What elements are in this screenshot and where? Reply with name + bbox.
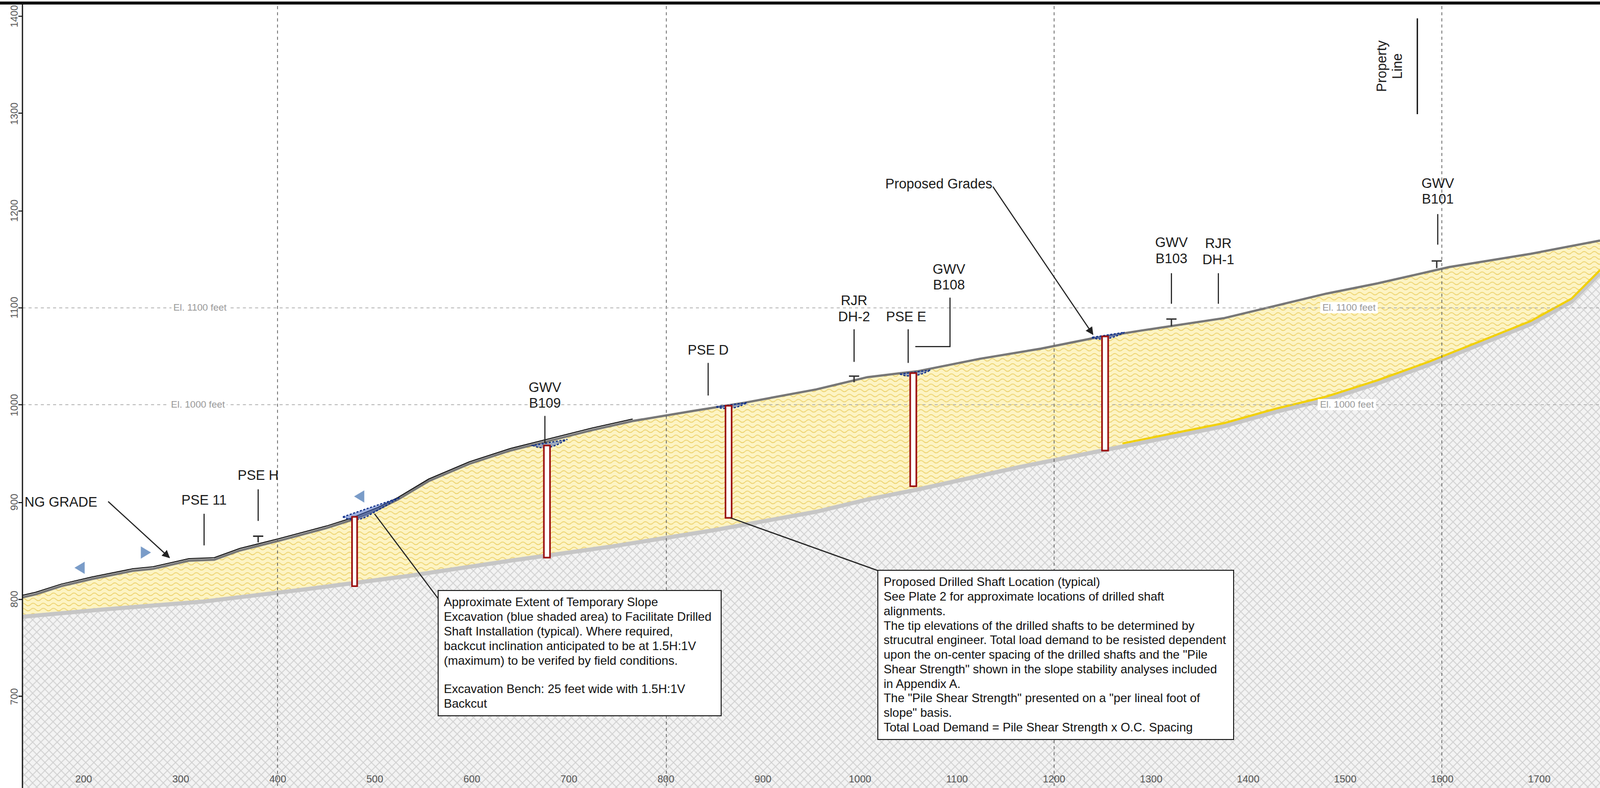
axis-value: 1000 — [848, 773, 872, 785]
boring-label: GWV B101 — [1412, 175, 1464, 208]
callout-text: The "Pile Shear Strength" presented on a… — [883, 691, 1229, 721]
axis-value: 1100 — [8, 297, 21, 319]
leader-line — [1170, 273, 1172, 305]
axis-value: 1200 — [8, 199, 21, 223]
annotation: Proposed Grades — [885, 176, 993, 193]
callout-text: Total Load Demand = Pile Shear Strength … — [883, 720, 1229, 736]
drilled-shaft — [352, 516, 358, 587]
property-label: Property Line — [1374, 35, 1406, 97]
axis-value: 900 — [754, 773, 772, 785]
axis-value: 200 — [75, 773, 92, 785]
axis-value: 1300 — [8, 102, 21, 126]
leader-line — [1437, 214, 1439, 246]
elevation-label: El. 1000 feet — [168, 399, 227, 411]
axis-value: 1200 — [1043, 773, 1066, 785]
callout-box: Approximate Extent of Temporary Slope Ex… — [437, 590, 722, 717]
axis-value: 1400 — [8, 5, 21, 28]
callout-text: Excavation Bench: 25 feet wide with 1.5H… — [443, 682, 716, 712]
annotation: NG GRADE — [24, 494, 98, 511]
drilled-shaft — [543, 445, 550, 558]
grid-line — [276, 6, 278, 788]
leader-line — [907, 329, 909, 364]
axis-value: 600 — [463, 773, 481, 785]
section-marker — [74, 561, 85, 575]
leader-line — [203, 513, 205, 546]
axis-value: 1300 — [1140, 773, 1163, 785]
boring-label: PSE 11 — [181, 492, 227, 509]
elevation-label: El. 1100 feet — [171, 302, 229, 314]
leader-line — [108, 501, 170, 558]
axis-value: 400 — [269, 773, 287, 785]
boring-label: PSE E — [885, 309, 927, 325]
elevation-label: El. 1100 feet — [1320, 302, 1378, 314]
axis-value: 500 — [366, 773, 384, 785]
axis-value: 900 — [8, 493, 21, 511]
leader-line — [730, 518, 879, 572]
axis-value: 1700 — [1528, 773, 1551, 785]
axes — [0, 3, 1600, 788]
property-line — [1416, 18, 1419, 115]
axis-value: 1100 — [946, 773, 968, 785]
axis-value: 800 — [657, 773, 675, 785]
existing-grade — [22, 418, 633, 596]
axis-value: 1500 — [1334, 773, 1357, 785]
leader-line — [853, 329, 855, 363]
boring-label: GWV B108 — [923, 261, 975, 294]
boring-label: GWV B109 — [519, 380, 571, 412]
callout-heading: Approximate Extent of Temporary Slope Ex… — [443, 595, 716, 669]
callout-heading: Proposed Drilled Shaft Location (typical… — [883, 575, 1229, 590]
excavations — [342, 332, 1125, 521]
drilled-shafts — [352, 336, 1109, 587]
leader-line — [707, 362, 709, 396]
axis-value: 1000 — [8, 394, 21, 417]
drilled-shaft — [1102, 336, 1109, 451]
grid-lines — [22, 6, 1600, 788]
callout-text: See Plate 2 for approximate locations of… — [883, 589, 1229, 620]
axis-value: 1600 — [1431, 773, 1454, 785]
boring-label: RJR DH-2 — [828, 293, 880, 325]
boring-label: GWV B103 — [1146, 234, 1197, 267]
drilled-shaft — [910, 373, 917, 487]
boring-symbol — [253, 536, 264, 543]
boring-symbols — [253, 261, 1442, 543]
axis-line — [21, 4, 23, 788]
contact-line — [1122, 270, 1600, 444]
frame-top — [0, 1, 1600, 5]
boring-symbol — [849, 376, 860, 383]
leader-line — [374, 513, 439, 600]
boring-symbol — [1166, 319, 1177, 327]
leader-line — [993, 186, 1094, 335]
bedrock-contact — [22, 273, 1600, 618]
drilled-shaft — [725, 405, 732, 519]
leader-line — [544, 415, 546, 444]
leader-line — [257, 489, 259, 522]
leader-lines — [108, 186, 1438, 600]
soil-zone — [22, 240, 1600, 618]
section-marker — [140, 546, 152, 559]
axis-value: 300 — [172, 773, 190, 785]
axis-value: 700 — [560, 773, 578, 785]
axis-value: 700 — [8, 688, 21, 705]
boring-label: PSE D — [687, 343, 729, 359]
callout-box: Proposed Drilled Shaft Location (typical… — [877, 570, 1235, 741]
axis-value: 1400 — [1237, 773, 1260, 785]
elevation-label: El. 1000 feet — [1318, 399, 1377, 411]
callout-text: The tip elevations of the drilled shafts… — [883, 619, 1229, 692]
boring-symbol — [1431, 261, 1442, 269]
axis-value: 800 — [8, 591, 21, 608]
grid-line — [1441, 6, 1442, 788]
ground-surface — [22, 240, 1600, 598]
section-marker — [354, 490, 365, 503]
section-markers — [74, 490, 364, 575]
boring-label: PSE H — [237, 468, 279, 485]
leader-line — [1217, 273, 1219, 305]
boring-label: RJR DH-1 — [1193, 236, 1244, 268]
